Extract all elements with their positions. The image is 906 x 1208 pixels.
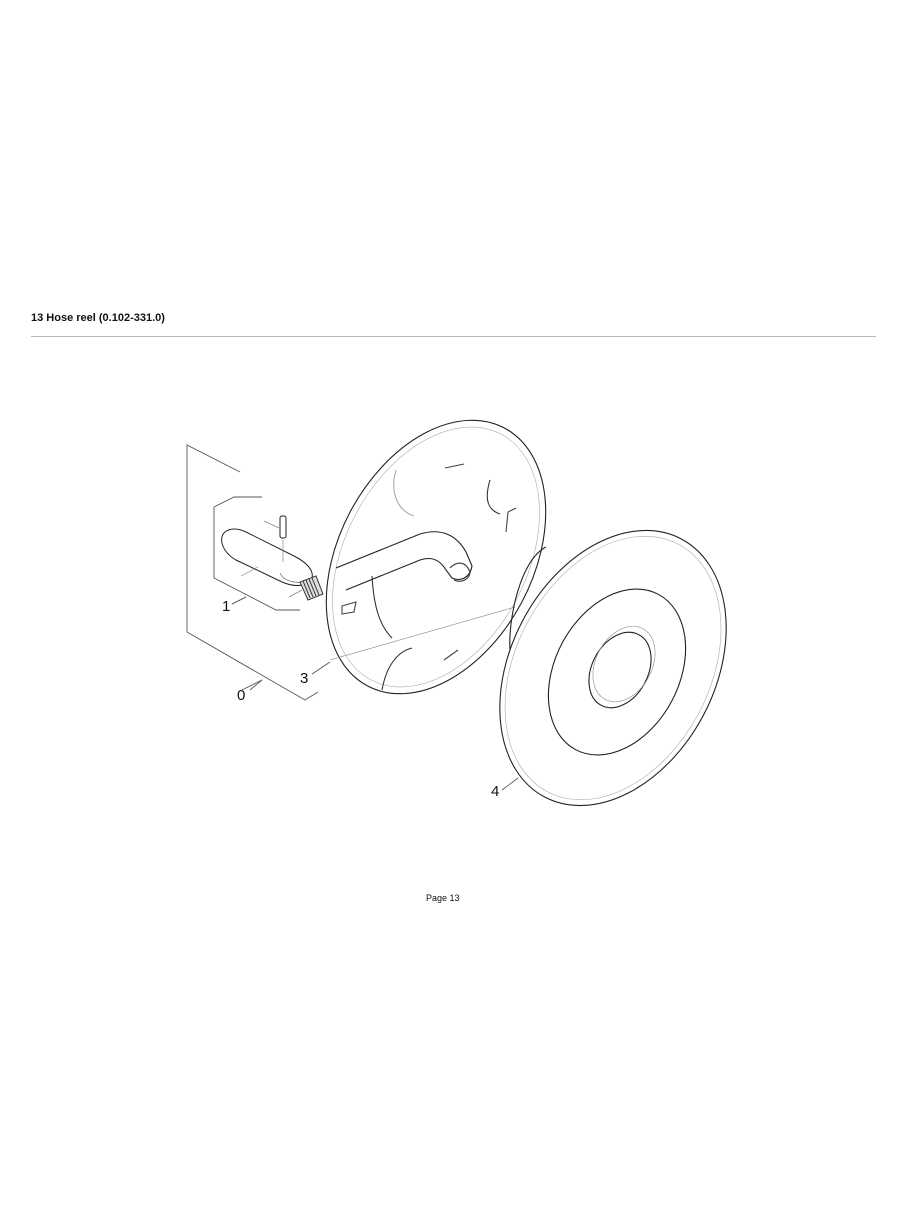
pin-part — [263, 515, 287, 562]
spring-part — [288, 575, 324, 601]
callout-3: 3 — [300, 670, 309, 687]
callout-1: 1 — [222, 598, 231, 615]
reel-cover-part — [325, 419, 547, 695]
page-title: 13 Hose reel (0.102-331.0) — [31, 312, 165, 324]
assembly-axis — [329, 606, 516, 661]
group-bracket-0 — [186, 444, 319, 701]
handle-part — [221, 528, 313, 586]
reel-drum-part — [499, 529, 727, 807]
leader-lines — [231, 596, 519, 791]
callout-0: 0 — [237, 687, 246, 704]
header-rule — [31, 336, 876, 337]
page-footer: Page 13 — [426, 893, 460, 903]
callout-4: 4 — [491, 783, 500, 800]
